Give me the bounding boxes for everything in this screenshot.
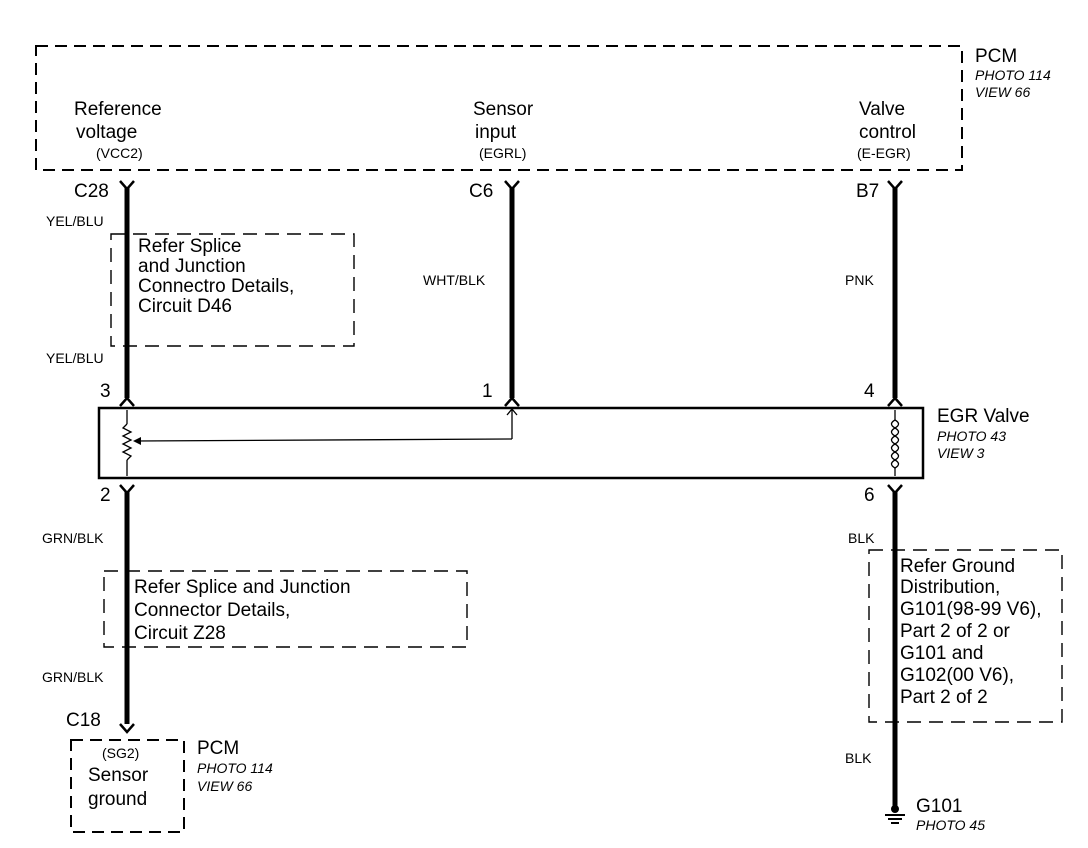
ground-note-line2: Distribution, (900, 577, 1000, 598)
egr-pin-3: 3 (100, 381, 111, 402)
wire-label-blk-top: BLK (848, 530, 875, 546)
splice-note-d46-line1: Refer Splice (138, 236, 242, 257)
egr-connector-3-symbol (119, 396, 135, 407)
splice-note-d46-line2: and Junction (138, 256, 246, 277)
egr-connector-4-symbol (887, 396, 903, 407)
egr-pin-1: 1 (482, 381, 493, 402)
pin-b7: B7 (856, 181, 879, 202)
terminal-egrl-line1: Sensor (473, 99, 534, 120)
connector-c6-symbol (504, 180, 520, 191)
wire-label-grn-blk-top: GRN/BLK (42, 530, 104, 546)
terminal-vcc2-line1: Reference (74, 99, 162, 120)
ground-photo: PHOTO 45 (916, 817, 985, 833)
wire-label-grn-blk-bottom: GRN/BLK (42, 669, 104, 685)
wire-label-wht-blk: WHT/BLK (423, 272, 486, 288)
pcm-bottom-line1: Sensor (88, 765, 149, 786)
pcm-bottom-box (70, 739, 185, 833)
egr-pin-2: 2 (100, 485, 111, 506)
pcm-top-title: PCM (975, 46, 1017, 67)
connector-c18-symbol (119, 723, 135, 734)
ground-name: G101 (916, 796, 962, 817)
terminal-eegr-line1: Valve (859, 99, 905, 120)
egr-valve-title: EGR Valve (937, 406, 1030, 427)
ground-note-line7: Part 2 of 2 (900, 687, 988, 708)
pcm-top-view: VIEW 66 (975, 84, 1030, 100)
ground-icon (885, 805, 905, 824)
egr-valve-view: VIEW 3 (937, 445, 985, 461)
wire-label-yel-blu-top: YEL/BLU (46, 213, 104, 229)
splice-note-d46-line4: Circuit D46 (138, 296, 232, 317)
terminal-vcc2-code: (VCC2) (96, 145, 143, 161)
egr-connector-2-symbol (119, 484, 135, 495)
terminal-egrl-line2: input (475, 122, 517, 143)
splice-note-z28-box (103, 570, 468, 648)
splice-note-z28-line3: Circuit Z28 (134, 623, 226, 644)
ground-note-line1: Refer Ground (900, 556, 1015, 577)
pin-c28: C28 (74, 181, 109, 202)
wire-label-blk-bottom: BLK (845, 750, 872, 766)
wire-label-pnk: PNK (845, 272, 874, 288)
splice-note-z28-line2: Connector Details, (134, 600, 290, 621)
pcm-top-box (35, 45, 963, 171)
terminal-egrl-code: (EGRL) (479, 145, 526, 161)
wire-label-yel-blu-bottom: YEL/BLU (46, 350, 104, 366)
connector-c28-symbol (119, 180, 135, 191)
egr-valve-photo: PHOTO 43 (937, 428, 1006, 444)
pin-c6: C6 (469, 181, 493, 202)
ground-note-line6: G102(00 V6), (900, 665, 1014, 686)
pcm-bottom-title: PCM (197, 738, 239, 759)
terminal-eegr-code: (E-EGR) (857, 145, 911, 161)
egr-pin-4: 4 (864, 381, 875, 402)
egr-position-sensor-potentiometer (121, 407, 518, 476)
pcm-bottom-line2: ground (88, 789, 147, 810)
ground-note-line4: Part 2 of 2 or (900, 621, 1011, 642)
pcm-bottom-photo: PHOTO 114 (197, 760, 273, 776)
pcm-bottom-code: (SG2) (102, 745, 139, 761)
terminal-vcc2-line2: voltage (76, 122, 137, 143)
egr-valve-box (97, 406, 925, 480)
pin-c18: C18 (66, 710, 101, 731)
splice-note-z28-line1: Refer Splice and Junction (134, 577, 351, 598)
splice-note-d46-line3: Connectro Details, (138, 276, 294, 297)
ground-note-line3: G101(98-99 V6), (900, 599, 1042, 620)
connector-b7-symbol (887, 180, 903, 191)
ground-note-line5: G101 and (900, 643, 983, 664)
egr-pin-6: 6 (864, 485, 875, 506)
ground-note-box (868, 549, 1063, 723)
terminal-eegr-line2: control (859, 122, 916, 143)
splice-note-d46-box (110, 233, 355, 347)
pcm-bottom-view: VIEW 66 (197, 778, 252, 794)
egr-connector-6-symbol (887, 484, 903, 495)
pcm-top-photo: PHOTO 114 (975, 67, 1051, 83)
egr-connector-1-symbol (504, 396, 520, 407)
egr-solenoid-coil (890, 410, 900, 476)
